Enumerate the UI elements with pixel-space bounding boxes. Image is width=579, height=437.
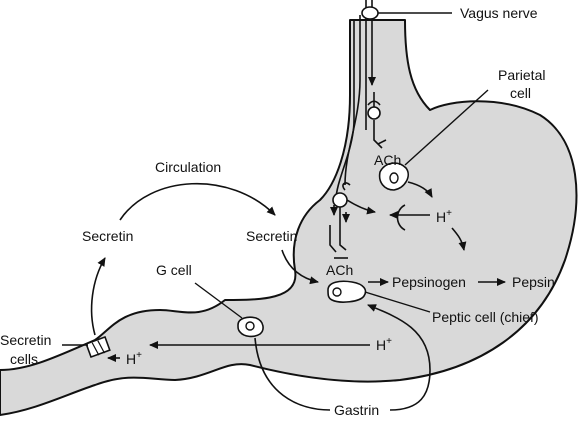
vagus-nerve-label: Vagus nerve <box>460 5 538 21</box>
parietal-cell-label-line2: cell <box>510 85 531 101</box>
peptic-cell <box>327 278 506 313</box>
pepsin-label: Pepsin <box>512 274 555 290</box>
h-plus-middle-label: H+ <box>376 336 392 353</box>
circulation-arrow <box>119 182 276 221</box>
secretin-to-stomach-arrow <box>281 249 319 285</box>
parietal-cell <box>378 89 489 198</box>
secretin-left-label: Secretin <box>82 228 133 244</box>
stomach-outline <box>0 19 578 416</box>
pepsinogen-label: Pepsinogen <box>392 274 466 290</box>
ach-upper-label: ACh <box>374 152 401 168</box>
peptic-cell-label: Peptic cell (chief) <box>432 309 539 325</box>
ach-lower-label: ACh <box>326 262 353 278</box>
g-cell <box>194 282 264 338</box>
h-plus-upper-label: H+ <box>436 208 452 225</box>
gastrin-arrow <box>254 305 431 411</box>
h-plus-lower-label: H+ <box>126 350 142 367</box>
g-cell-label: G cell <box>156 262 192 278</box>
parietal-cell-label-line1: Parietal <box>498 67 545 83</box>
circulation-label: Circulation <box>155 159 221 175</box>
secretin-right-label: Secretin <box>246 228 297 244</box>
secretin-cells-label-line2: cells <box>10 351 38 367</box>
secretin-cells-label-line1: Secretin <box>0 332 51 348</box>
vagus-nerve-fibers <box>329 0 452 259</box>
acid-arrow <box>451 227 467 251</box>
secretin-cells <box>62 335 111 359</box>
gastrin-label: Gastrin <box>334 402 379 418</box>
secretin-release-arrow <box>90 257 106 336</box>
